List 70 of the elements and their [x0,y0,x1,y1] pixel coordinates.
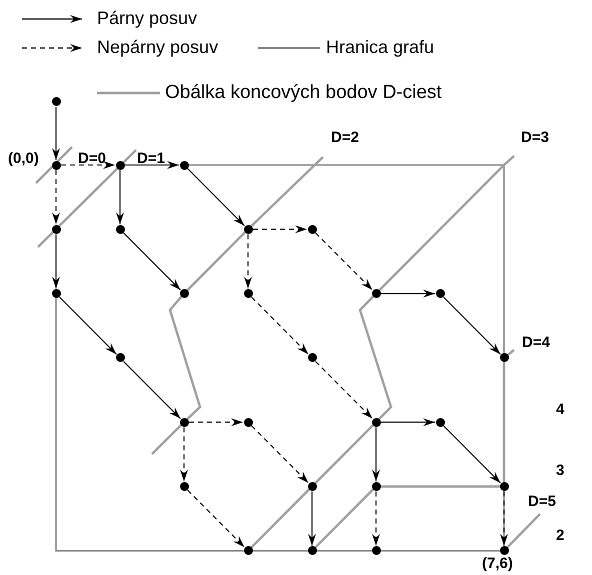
path-point [180,160,188,170]
coordinate-label: (0,0) [8,151,39,166]
arrow [372,492,380,546]
arrow [59,296,117,355]
path-point [308,546,316,556]
diagonal-label: D=2 [331,130,359,145]
arrow [381,290,435,298]
path-point [52,224,60,234]
arrow [187,490,245,548]
coordinate-label: (7,6) [482,556,513,571]
arrow [123,361,181,420]
path-point [372,482,380,491]
path-point [244,224,252,234]
arrow [500,492,508,546]
path-point [180,289,188,298]
arrow [187,168,245,226]
arrow [244,234,252,289]
path-point [436,418,444,427]
path-point [180,418,188,427]
arrow [180,427,188,482]
path-point [116,224,124,234]
path-point [116,353,124,362]
arrow [251,425,309,484]
path-point [308,224,316,234]
diagonal-label: D=5 [528,494,556,509]
arrow [52,106,60,160]
arrow [61,161,115,169]
arrow [123,232,181,290]
path-point [500,482,508,491]
path-point [500,353,508,362]
path-point [244,418,252,427]
arrow [52,234,60,289]
path-point [180,482,188,491]
legend-text: Párny posuv [97,9,198,28]
legend-text: Nepárny posuv [97,38,218,56]
legend-text: Obálka koncových bodov D-ciest [165,82,442,102]
arrow [372,427,380,482]
path-point [116,160,124,170]
path-point [308,482,316,491]
path-point [372,418,380,427]
legend-text: Hranica grafu [326,38,434,56]
arrow [443,425,501,484]
path-point [372,289,380,298]
path-point [372,546,380,556]
path-point [244,546,252,556]
diagonal-label: D=4 [522,335,550,350]
arrow [251,296,309,355]
arrow [253,225,307,234]
arrow [125,161,179,169]
arrow [308,492,316,546]
path-point [308,353,316,362]
arrow [189,418,243,426]
path-point [436,289,444,298]
arrow [315,232,373,290]
diagonal-label: D=1 [137,151,165,166]
arrow [52,170,60,224]
arrow [443,296,501,355]
arrow [381,418,435,426]
diagonal-label: D=3 [521,130,549,145]
arrow [116,170,124,224]
path-point [52,97,60,106]
number-label: 4 [556,402,564,417]
number-label: 2 [556,528,564,543]
path-point [244,289,252,298]
number-label: 3 [556,463,564,478]
diagonal-label: D=0 [78,151,106,166]
path-point [52,289,60,298]
arrow [315,361,373,420]
path-point [500,546,508,556]
path-point [52,160,60,170]
